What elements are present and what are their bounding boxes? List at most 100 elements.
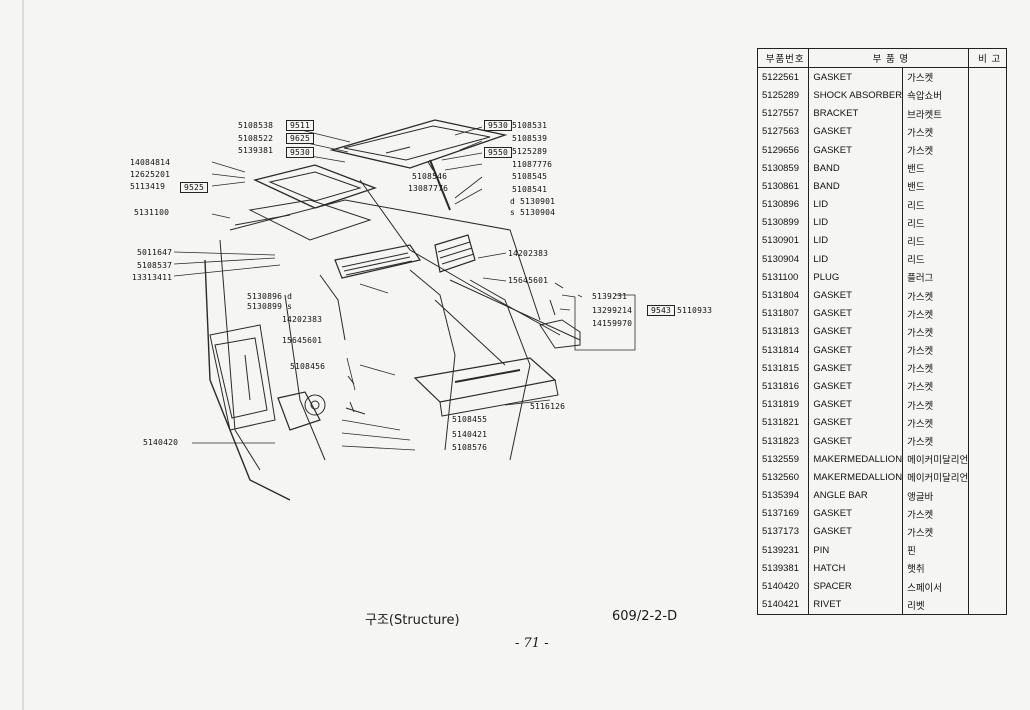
callout-14202383: 14202383 [282,315,323,324]
part-name-kr-cell: 가스켓 [902,504,970,523]
part-name-en-cell: PIN [808,541,904,560]
remarks-cell [968,486,1007,505]
header-part-number: 부품번호 [756,47,810,69]
part-name-kr-cell: 리드 [902,213,970,232]
part-name-en-cell: HATCH [808,559,904,578]
callout-box-9530: 9530 [484,120,513,131]
part-name-kr-cell: 메이커미달리언 [902,468,970,487]
remarks-cell [968,304,1007,323]
callout-13299214: 13299214 [592,306,633,315]
callout-11087776: 11087776 [512,160,553,169]
callout-5108538: 5108538 [238,121,274,130]
part-number-cell: 5131823 [756,431,810,451]
callout-5131100: 5131100 [134,208,170,217]
callout-box-9550: 9550 [484,147,513,158]
part-name-en-cell: GASKET [808,504,904,523]
part-name-kr-cell: 가스켓 [902,395,970,414]
part-number-cell: 5125289 [756,86,810,105]
part-number-cell: 5130861 [756,177,810,196]
part-number-cell: 5129656 [756,140,810,160]
part-name-en-cell: GASKET [808,67,904,87]
callout-5108539: 5108539 [512,134,548,143]
part-number-cell: 5131814 [756,341,810,360]
part-name-kr-cell: 가스켓 [902,304,970,323]
callout-d-5130901: d 5130901 [510,197,556,206]
part-name-en-cell: GASKET [808,359,904,378]
callout-box-9511: 9511 [286,120,315,131]
part-name-en-cell: MAKERMEDALLION [808,450,904,469]
part-number-cell: 5140420 [756,577,810,596]
part-name-kr-cell: 가스켓 [902,122,970,141]
part-name-en-cell: GASKET [808,413,904,432]
remarks-cell [968,395,1007,414]
part-name-en-cell: MAKERMEDALLION [808,468,904,487]
part-number-cell: 5131100 [756,268,810,287]
remarks-cell [968,341,1007,360]
remarks-cell [968,159,1007,178]
callout-5108537: 5108537 [137,261,173,270]
callout-box-9530: 9530 [286,147,315,158]
part-name-en-cell: GASKET [808,322,904,341]
callout-5139231: 5139231 [592,292,628,301]
remarks-cell [968,431,1007,451]
callout-box-9625: 9625 [286,133,315,144]
diagram-drawing [173,119,636,501]
part-name-kr-cell: 가스켓 [902,413,970,432]
exploded-parts-diagram: 5108538 9511 5108522 9625 5139381 9530 1… [110,100,750,580]
callout-14084814: 14084814 [130,158,171,167]
callout-14202383: 14202383 [508,249,549,258]
callout-5108531: 5108531 [512,121,548,130]
part-name-en-cell: GASKET [808,122,904,141]
part-name-en-cell: GASKET [808,377,904,396]
callout-5108522: 5108522 [238,134,274,143]
part-number-cell: 5127557 [756,104,810,123]
part-number-cell: 5132559 [756,450,810,469]
part-name-en-cell: SHOCK ABSORBER [808,86,904,105]
part-name-kr-cell: 햇취 [902,559,970,578]
remarks-cell [968,522,1007,542]
remarks-cell [968,377,1007,396]
remarks-cell [968,577,1007,596]
part-name-kr-cell: 리드 [902,250,970,269]
remarks-cell [968,322,1007,341]
remarks-cell [968,195,1007,214]
part-name-kr-cell: 핀 [902,541,970,560]
part-name-kr-cell: 가스켓 [902,359,970,378]
part-name-en-cell: GASKET [808,341,904,360]
part-name-en-cell: GASKET [808,140,904,160]
part-number-cell: 5131821 [756,413,810,432]
callout-box-9543: 9543 [647,305,676,316]
callout-14159970: 14159970 [592,319,633,328]
part-name-en-cell: PLUG [808,268,904,287]
callout-13087776: 13087776 [408,184,449,193]
part-number-cell: 5139231 [756,541,810,560]
remarks-cell [968,268,1007,287]
callout-5130896-d: 5130896 d [247,292,293,301]
part-name-en-cell: GASKET [808,395,904,414]
part-name-kr-cell: 가스켓 [902,377,970,396]
remarks-cell [968,359,1007,378]
remarks-cell [968,86,1007,105]
part-number-cell: 5130899 [756,213,810,232]
part-number-cell: 5135394 [756,486,810,505]
part-number-cell: 5130904 [756,250,810,269]
callout-5140421: 5140421 [452,430,488,439]
part-name-en-cell: GASKET [808,431,904,451]
